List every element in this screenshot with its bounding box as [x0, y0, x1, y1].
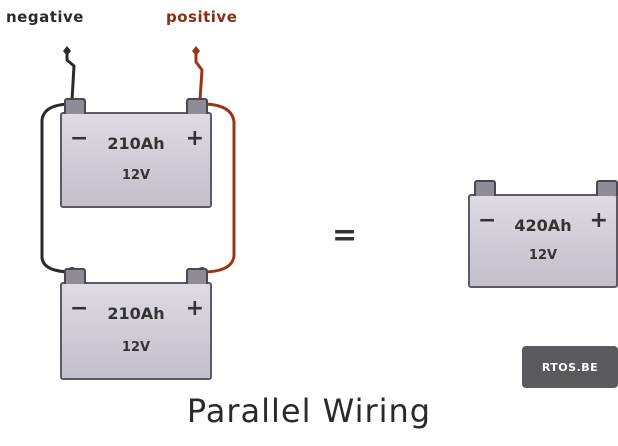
positive-terminal [186, 268, 208, 284]
watermark-badge: RTOS.BE [522, 346, 618, 388]
equals-sign: = [332, 218, 358, 253]
positive-lead-tip [192, 46, 200, 56]
battery-voltage: 12V [121, 168, 151, 183]
battery-capacity: 210Ah [107, 134, 165, 153]
battery-bottom: − + 210Ah 12V [60, 268, 212, 380]
minus-sign: − [70, 126, 89, 151]
minus-sign: − [70, 296, 89, 321]
negative-link-wire [40, 102, 74, 274]
negative-lead-wire [65, 50, 76, 102]
negative-lead-tip [63, 46, 71, 56]
minus-sign: − [478, 208, 497, 233]
plus-sign: + [185, 126, 204, 151]
positive-lead-wire [194, 50, 204, 102]
battery-body [60, 112, 212, 208]
battery-body [60, 282, 212, 380]
battery-capacity: 210Ah [107, 304, 165, 323]
positive-label: positive [166, 8, 238, 26]
negative-label: negative [6, 8, 84, 26]
plus-sign: + [185, 296, 204, 321]
negative-terminal [64, 268, 86, 284]
positive-terminal [186, 98, 208, 114]
battery-voltage: 12V [121, 340, 151, 355]
battery-body [468, 194, 618, 288]
battery-voltage: 12V [528, 248, 558, 263]
negative-terminal [64, 98, 86, 114]
battery-result: − + 420Ah 12V [468, 180, 618, 288]
positive-link-wire [200, 102, 236, 274]
negative-terminal [474, 180, 496, 196]
diagram-title: Parallel Wiring [186, 392, 432, 430]
plus-sign: + [589, 208, 608, 233]
battery-top: − + 210Ah 12V [60, 98, 212, 208]
positive-terminal [596, 180, 618, 196]
battery-capacity: 420Ah [514, 216, 572, 235]
